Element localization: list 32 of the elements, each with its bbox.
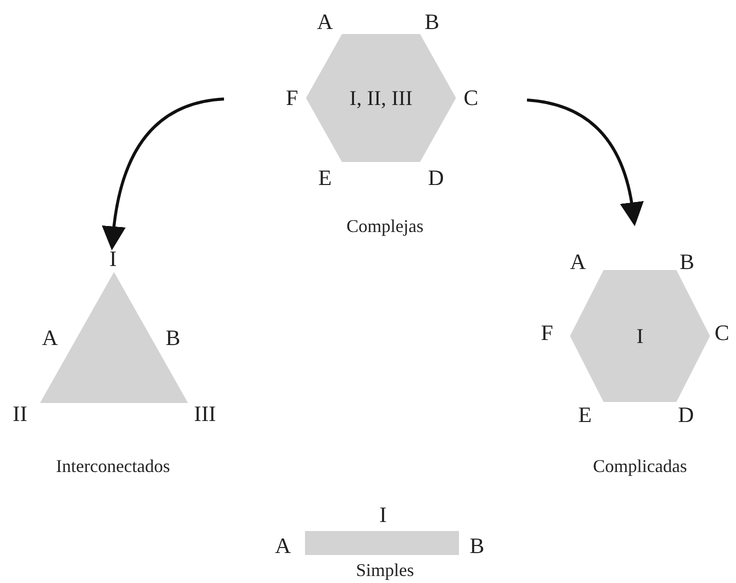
node-label: Complejas: [346, 217, 424, 235]
vertex-label: E: [318, 167, 332, 189]
curved-arrow: [526, 98, 644, 226]
curved-arrow: [102, 98, 224, 250]
hexagon-shape: [570, 270, 710, 402]
vertex-label: A: [42, 327, 58, 349]
vertex-label: III: [194, 403, 216, 425]
vertex-label: A: [275, 535, 291, 557]
vertex-label: B: [166, 327, 180, 349]
hexagon-shape: [306, 34, 456, 162]
vertex-label: F: [286, 87, 298, 109]
vertex-label: B: [424, 11, 440, 33]
vertex-label: I: [379, 504, 387, 526]
vertex-label: F: [540, 322, 554, 344]
node-label: Interconectados: [56, 457, 170, 475]
vertex-label: II: [12, 403, 28, 425]
vertex-label: A: [317, 11, 333, 33]
vertex-label: A: [570, 251, 586, 273]
shape-label: I: [636, 324, 644, 348]
vertex-label: D: [678, 404, 694, 426]
bar-shape: [305, 531, 459, 555]
node-label: Complicadas: [593, 457, 687, 475]
vertex-label: B: [680, 251, 694, 273]
vertex-label: I: [109, 248, 117, 270]
shape-label: I, II, III: [350, 86, 412, 110]
vertex-label: E: [578, 404, 592, 426]
vertex-label: B: [470, 535, 484, 557]
vertex-label: D: [428, 167, 444, 189]
vertex-label: C: [464, 87, 478, 109]
vertex-label: C: [714, 322, 730, 344]
node-label: Simples: [356, 561, 414, 579]
triangle-shape: [40, 272, 188, 403]
